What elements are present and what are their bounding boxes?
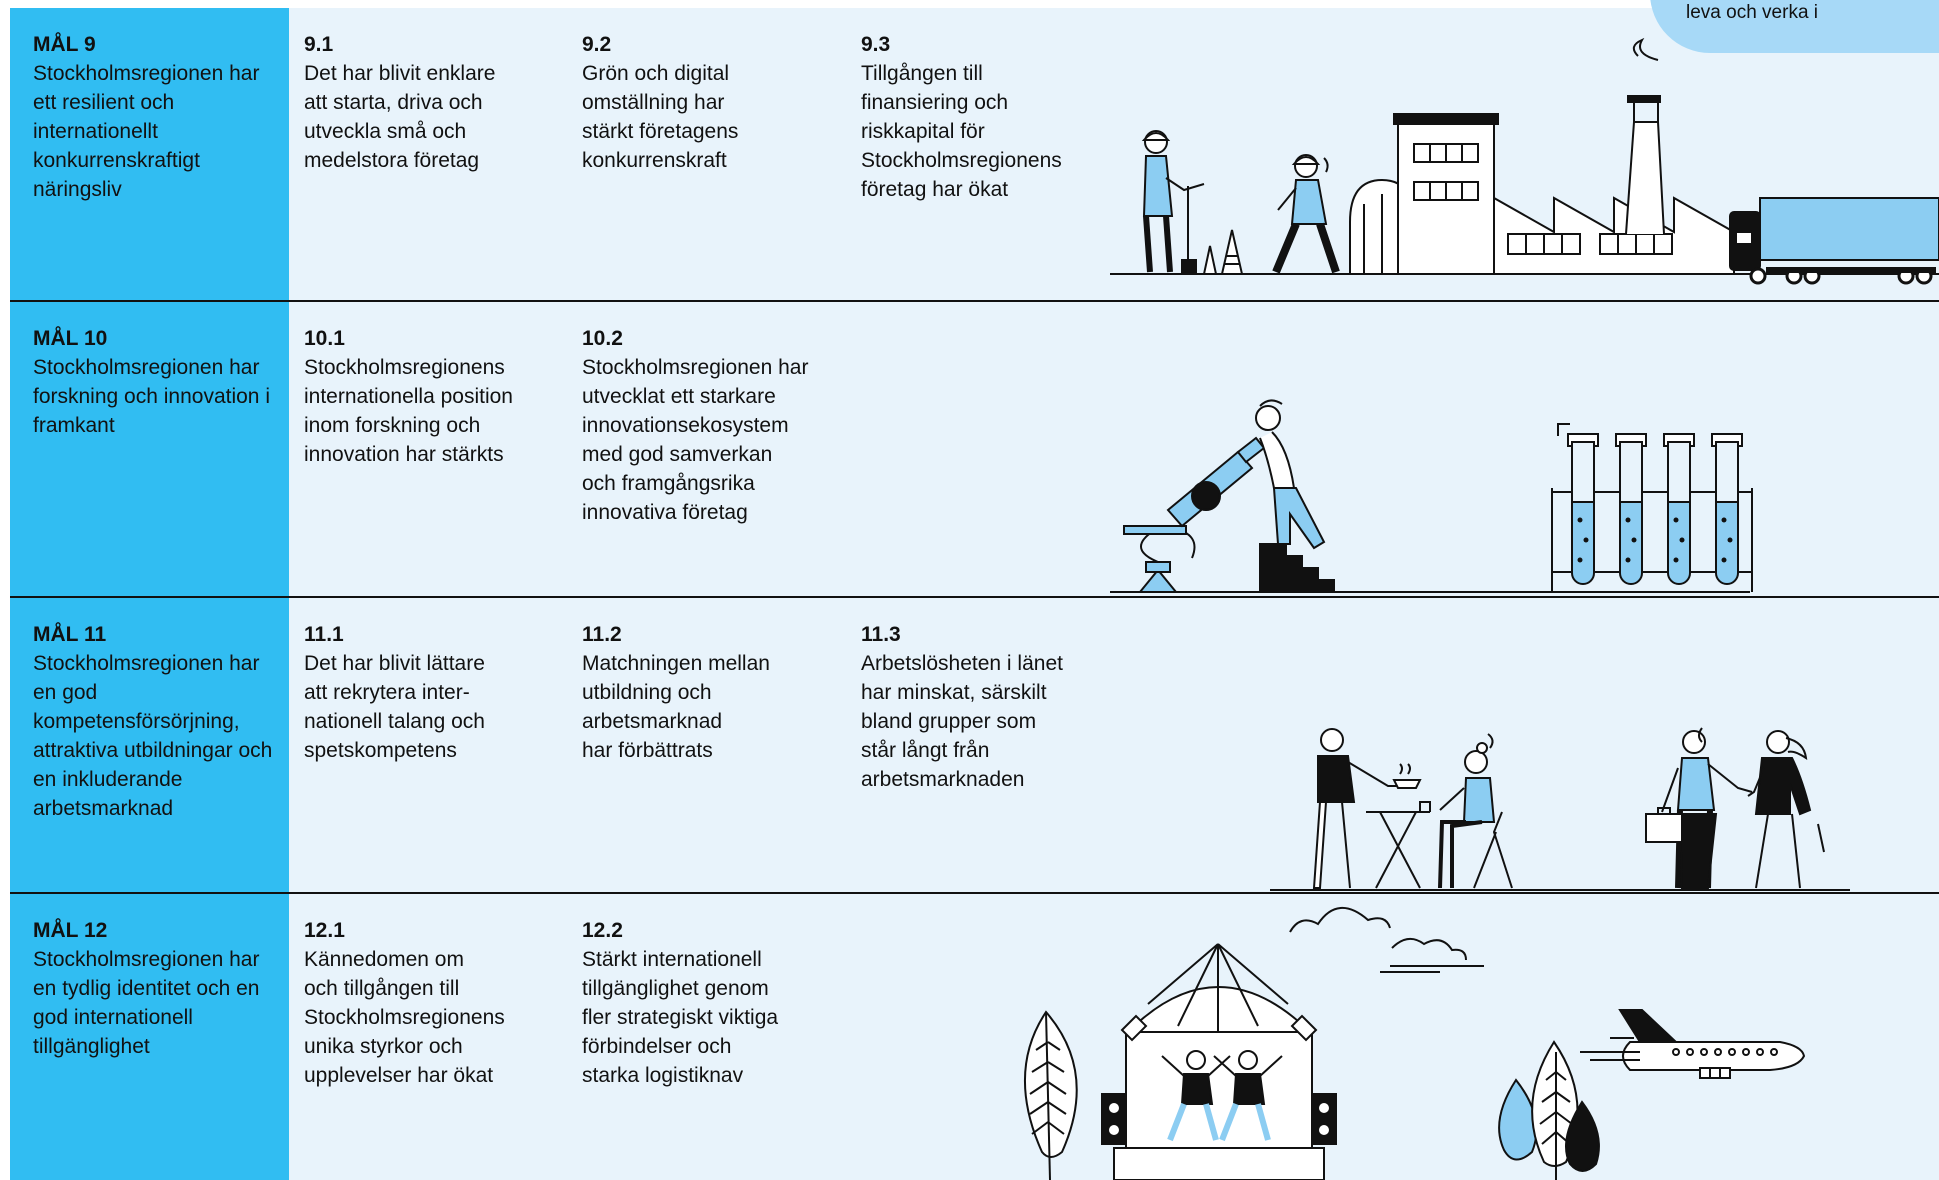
target-text: Stärkt internationell tillgänglighet gen… — [582, 948, 779, 1087]
target-id: 11.2 — [582, 623, 622, 646]
recruitment-scene-icon — [1270, 728, 1850, 892]
corner-badge-text: leva och verka i — [1686, 2, 1819, 23]
goal-number: MÅL 12 — [33, 919, 108, 942]
goal-number: MÅL 10 — [33, 327, 108, 350]
target-9-2: 9.2 Grön och digital omställning har stä… — [582, 30, 738, 175]
goal-number: MÅL 9 — [33, 33, 96, 56]
goal-text: Stockholmsregionen har en tydlig identit… — [33, 948, 260, 1058]
target-text: Det har blivit enklare att starta, driva… — [304, 62, 496, 172]
goal-row-11: MÅL 11 Stockholmsregionen har en god kom… — [10, 598, 1939, 892]
target-id: 11.3 — [861, 623, 901, 646]
row-separator — [10, 892, 1939, 894]
target-9-3: 9.3 Tillgången till finansiering och ris… — [861, 30, 1062, 204]
target-id: 10.1 — [304, 327, 345, 350]
goal-row-9: MÅL 9 Stockholmsregionen har ett resilie… — [10, 8, 1939, 302]
target-id: 12.2 — [582, 919, 623, 942]
culture-travel-scene-icon — [1000, 932, 1880, 1180]
goal-11: MÅL 11 Stockholmsregionen har en god kom… — [33, 620, 278, 823]
target-id: 11.1 — [304, 623, 344, 646]
target-id: 9.1 — [304, 33, 334, 56]
goal-row-10: MÅL 10 Stockholmsregionen har forskning … — [10, 302, 1939, 596]
target-id: 9.3 — [861, 33, 891, 56]
target-id: 9.2 — [582, 33, 612, 56]
target-text: Grön och digital omställning har stärkt … — [582, 62, 739, 172]
row-separator — [10, 300, 1939, 302]
goal-row-12: MÅL 12 Stockholmsregionen har en tydlig … — [10, 894, 1939, 1180]
target-text: Stockholmsregionen har utvecklat ett sta… — [582, 356, 809, 524]
goal-10: MÅL 10 Stockholmsregionen har forskning … — [33, 324, 278, 440]
target-text: Kännedomen om och tillgången till Stockh… — [304, 948, 505, 1087]
goal-column — [10, 8, 289, 1180]
goals-page: leva och verka i MÅL 9 Stockholmsregione… — [10, 0, 1939, 1180]
goal-text: Stockholmsregionen har ett resilient och… — [33, 62, 260, 201]
target-text: Arbetslösheten i länet har minskat, särs… — [861, 652, 1063, 791]
goal-number: MÅL 11 — [33, 623, 107, 646]
target-id: 10.2 — [582, 327, 623, 350]
corner-badge: leva och verka i — [1650, 0, 1939, 53]
goal-12: MÅL 12 Stockholmsregionen har en tydlig … — [33, 916, 278, 1061]
target-id: 12.1 — [304, 919, 345, 942]
goal-text: Stockholmsregionen har forskning och inn… — [33, 356, 270, 437]
target-11-3: 11.3 Arbetslösheten i länet har minskat,… — [861, 620, 1063, 794]
goal-text: Stockholmsregionen har en god kompetensf… — [33, 652, 273, 820]
target-10-1: 10.1 Stockholmsregionens internationella… — [304, 324, 513, 469]
target-12-2: 12.2 Stärkt internationell tillgänglighe… — [582, 916, 778, 1090]
row-separator — [10, 596, 1939, 598]
target-10-2: 10.2 Stockholmsregionen har utvecklat et… — [582, 324, 808, 527]
target-11-1: 11.1 Det har blivit lättare att rekryter… — [304, 620, 485, 765]
goal-9: MÅL 9 Stockholmsregionen har ett resilie… — [33, 30, 278, 204]
target-text: Tillgången till finansiering och riskkap… — [861, 62, 1062, 201]
target-text: Matchningen mellan utbildning och arbets… — [582, 652, 770, 762]
target-11-2: 11.2 Matchningen mellan utbildning och a… — [582, 620, 770, 765]
target-12-1: 12.1 Kännedomen om och tillgången till S… — [304, 916, 505, 1090]
target-9-1: 9.1 Det har blivit enklare att starta, d… — [304, 30, 495, 175]
research-lab-icon — [1110, 392, 1750, 596]
industry-scene-icon — [1110, 38, 1939, 302]
target-text: Stockholmsregionens internationella posi… — [304, 356, 513, 466]
target-text: Det har blivit lättare att rekrytera int… — [304, 652, 485, 762]
